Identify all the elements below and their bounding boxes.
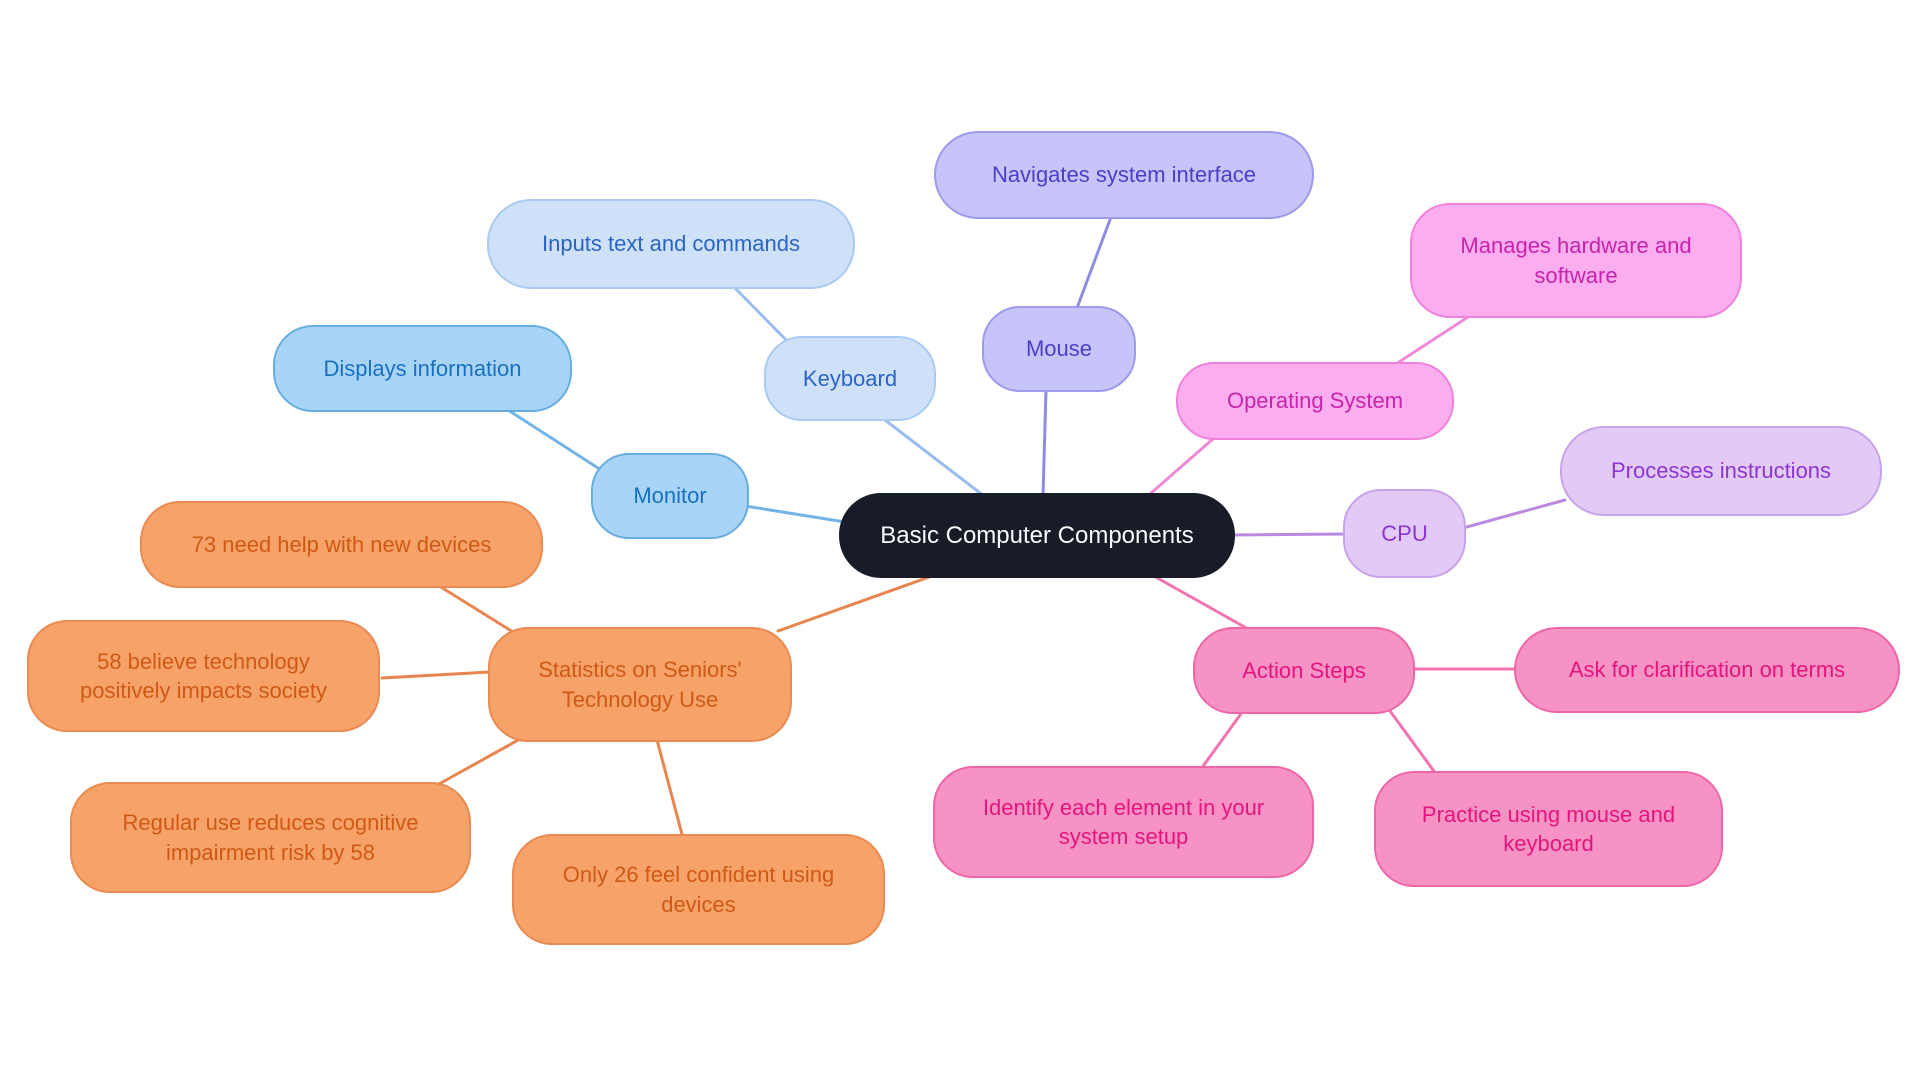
edge-root-action-steps [1150, 573, 1259, 636]
child-node-displays-information[interactable]: Displays information [273, 325, 572, 412]
edge-cpu-processes [1461, 498, 1567, 530]
edge-action-practice [1388, 709, 1438, 776]
branch-node-keyboard[interactable]: Keyboard [764, 336, 936, 421]
child-node-regular-use-reduces-cognitive-impairment[interactable]: Regular use reduces cognitive impairment… [70, 782, 471, 893]
child-node-ask-for-clarification[interactable]: Ask for clarification on terms [1514, 627, 1900, 713]
child-node-believe-technology-positively-impacts[interactable]: 58 believe technology positively impacts… [27, 620, 380, 732]
child-node-navigates-system-interface[interactable]: Navigates system interface [934, 131, 1314, 219]
edge-root-os [1148, 436, 1216, 496]
branch-node-monitor[interactable]: Monitor [591, 453, 749, 539]
child-node-need-help-with-new-devices[interactable]: 73 need help with new devices [140, 501, 543, 588]
edge-root-statistics [776, 574, 934, 633]
edge-stats-regular-use [428, 737, 522, 791]
child-node-manages-hardware-and-software[interactable]: Manages hardware and software [1410, 203, 1742, 318]
edge-stats-confident [655, 738, 685, 840]
edge-root-keyboard [883, 418, 986, 498]
edge-mouse-navigates [1075, 215, 1113, 310]
child-node-processes-instructions[interactable]: Processes instructions [1560, 426, 1882, 516]
edge-stats-believe [380, 670, 492, 680]
edge-keyboard-inputs [731, 284, 795, 349]
edge-root-mouse [1041, 388, 1048, 498]
edge-monitor-displays [506, 408, 600, 470]
child-node-inputs-text-and-commands[interactable]: Inputs text and commands [487, 199, 855, 289]
branch-node-statistics-seniors-technology-use[interactable]: Statistics on Seniors' Technology Use [488, 627, 792, 742]
branch-node-action-steps[interactable]: Action Steps [1193, 627, 1415, 714]
edge-os-manages [1394, 315, 1470, 366]
branch-node-cpu[interactable]: CPU [1343, 489, 1466, 578]
child-node-only-26-feel-confident[interactable]: Only 26 feel confident using devices [512, 834, 885, 945]
edge-root-monitor [743, 504, 847, 524]
child-node-practice-using-mouse-keyboard[interactable]: Practice using mouse and keyboard [1374, 771, 1723, 887]
child-node-identify-each-element[interactable]: Identify each element in your system set… [933, 766, 1314, 878]
edge-action-identify [1199, 709, 1245, 771]
edge-stats-need-help [434, 582, 515, 634]
branch-node-mouse[interactable]: Mouse [982, 306, 1136, 392]
root-node-basic-computer-components[interactable]: Basic Computer Components [839, 493, 1235, 578]
edge-root-cpu [1231, 532, 1348, 537]
branch-node-operating-system[interactable]: Operating System [1176, 362, 1454, 440]
